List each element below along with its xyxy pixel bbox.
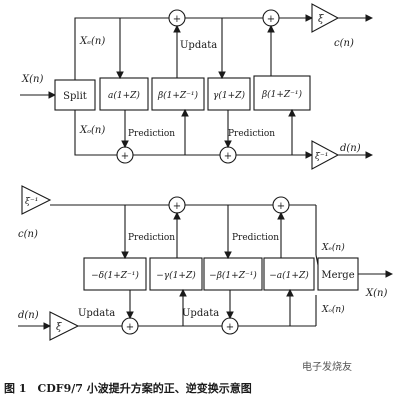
box-gamma: [207, 77, 251, 111]
box-beta2: [253, 75, 311, 111]
scale-xi-inv-top-label: ξ⁻¹: [315, 152, 328, 162]
box-gamma-label: γ(1+Z): [213, 90, 245, 101]
adder-bot-2-sign: +: [224, 151, 232, 162]
inverse-transform: ξ⁻¹ c(n) + + ξ d(n) + + −δ(1+Z⁻¹) −γ(1+Z…: [18, 185, 394, 341]
c-in-label: c(n): [18, 229, 38, 240]
adder-inv-bot-2-sign: +: [226, 322, 234, 333]
figure-caption: 图 1 CDF9/7 小波提升方案的正、逆变换示意图: [4, 381, 252, 395]
box-neg-beta: [203, 257, 263, 291]
box-beta1-label: β(1+Z⁻¹): [157, 90, 199, 101]
box-neg-alpha-label: −a(1+Z): [269, 270, 309, 281]
merge-block: [317, 257, 359, 291]
updata-label-bot-1: Updata: [78, 308, 115, 319]
adder-top-2-sign: +: [267, 14, 275, 25]
odd-branch-line: [74, 110, 312, 156]
split-label: Split: [63, 91, 87, 102]
even-label-bot: Xₑ(n): [321, 242, 345, 253]
updata-label-top: Updata: [180, 40, 217, 51]
box-neg-beta-label: −β(1+Z⁻¹): [209, 270, 257, 281]
box-neg-gamma: [149, 257, 203, 291]
x-out-label: X(n): [365, 288, 387, 299]
input-label: X(n): [21, 74, 43, 85]
box-neg-delta-label: −δ(1+Z⁻¹): [91, 270, 139, 281]
box-neg-gamma-label: −γ(1+Z): [156, 270, 196, 281]
scale-xi-inv-bot-label: ξ⁻¹: [25, 197, 38, 207]
odd-label-top: Xₒ(n): [79, 125, 105, 136]
c-out-label: c(n): [334, 38, 354, 49]
box-beta2-label: β(1+Z⁻¹): [261, 89, 303, 100]
box-alpha-label: a(1+Z): [108, 90, 140, 101]
adder-bot-1-sign: +: [121, 151, 129, 162]
box-neg-delta: [83, 257, 147, 291]
even-label-top: Xₑ(n): [79, 36, 105, 47]
prediction-label-top-2: Prediction: [228, 129, 275, 139]
scale-xi-inv-bot: [21, 185, 52, 215]
forward-transform: X(n) Split Xₑ(n) Xₒ(n) + + + + a(1+Z) β(…: [20, 3, 374, 170]
odd-label-bot: Xₒ(n): [321, 304, 345, 315]
even-branch-line: [74, 17, 312, 80]
scale-xi-bot-label: ξ: [56, 322, 62, 333]
prediction-label-bot-2: Prediction: [232, 233, 279, 243]
adder-inv-top-1-sign: +: [173, 201, 181, 212]
d-in-label: d(n): [18, 310, 39, 321]
watermark-text: 电子发烧友: [302, 360, 352, 373]
prediction-label-top-1: Prediction: [128, 129, 175, 139]
merge-in-top: [315, 254, 319, 266]
scale-xi-top-label: ξ: [318, 14, 324, 25]
box-beta1: [151, 77, 205, 111]
merge-label: Merge: [321, 270, 354, 281]
box-alpha: [99, 77, 149, 111]
prediction-label-bot-1: Prediction: [128, 233, 175, 243]
adder-inv-top-2-sign: +: [277, 201, 285, 212]
adder-top-1-sign: +: [173, 14, 181, 25]
box-neg-alpha: [263, 257, 315, 291]
updata-label-bot-2: Updata: [182, 308, 219, 319]
scale-xi-inv-top: [311, 140, 340, 170]
scale-xi-top: [311, 3, 340, 33]
scale-xi-bot: [49, 311, 80, 341]
adder-inv-bot-1-sign: +: [126, 322, 134, 333]
d-out-label: d(n): [340, 143, 361, 154]
